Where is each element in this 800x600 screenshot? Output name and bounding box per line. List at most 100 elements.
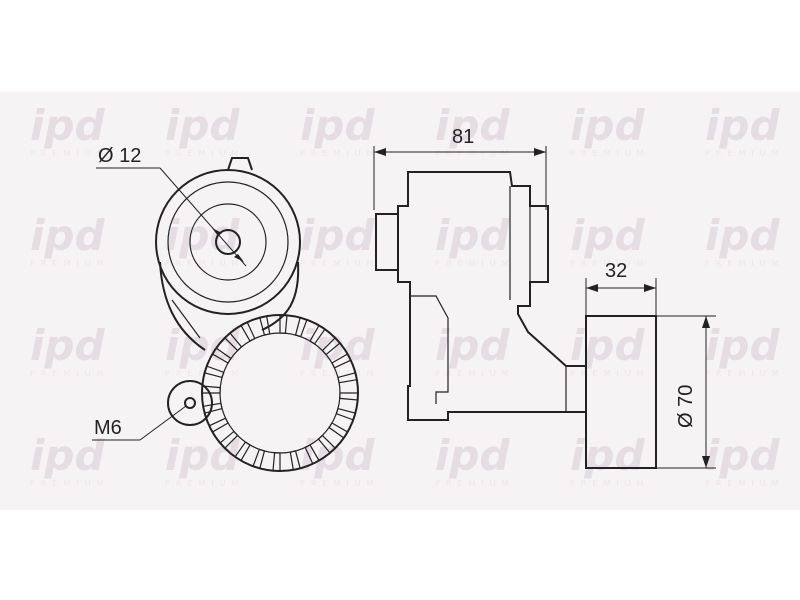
m6-leader-diag [139, 405, 187, 441]
watermark-tagline: PREMIUM [165, 369, 244, 378]
pulley-rib [294, 316, 308, 338]
watermark-logo: ipd [705, 321, 780, 370]
bore-arrow-2 [234, 254, 244, 262]
watermark-logo: ipd [435, 431, 510, 480]
top-lug [227, 157, 253, 171]
bore-leader-diag [159, 167, 247, 267]
m6-bolt-hole [184, 397, 196, 409]
pd-arrow-bottom [702, 456, 710, 468]
watermark-tagline: PREMIUM [705, 479, 784, 488]
watermark-tagline: PREMIUM [435, 369, 514, 378]
pulley-rib [259, 315, 271, 336]
pulley-rib [321, 336, 341, 356]
upper-pulley-hub [189, 203, 267, 281]
body-inner-detail [410, 295, 449, 404]
pulley-rib [304, 444, 320, 465]
watermark-tagline: PREMIUM [300, 259, 379, 268]
pw-arrow-right [644, 284, 656, 292]
bore-arrow-1 [212, 228, 222, 236]
pulley-rib [211, 347, 232, 364]
watermark-logo: ipd [570, 431, 645, 480]
pulley-side [585, 315, 657, 469]
pulley-rib [337, 372, 358, 384]
watermark-logo: ipd [705, 101, 780, 150]
watermark-logo: ipd [300, 431, 375, 480]
pulley-rib [203, 365, 225, 379]
m6-bolt-boss [167, 380, 213, 426]
watermark-logo: ipd [435, 101, 510, 150]
front-view: Ø 12 M6 [92, 145, 359, 472]
pulley-rib [240, 321, 256, 342]
width-arrow-right [534, 148, 546, 156]
watermark-tagline: PREMIUM [300, 479, 379, 488]
thread-label: M6 [94, 417, 122, 439]
pulley-rib [331, 353, 352, 369]
watermark-logo: ipd [30, 211, 105, 260]
watermark-tagline: PREMIUM [165, 259, 244, 268]
watermark-tagline: PREMIUM [705, 149, 784, 158]
pulley-rib [252, 448, 266, 470]
watermark-tagline: PREMIUM [705, 259, 784, 268]
watermark-logo: ipd [570, 211, 645, 260]
watermark-logo: ipd [705, 431, 780, 480]
watermark-logo: ipd [30, 101, 105, 150]
watermark-tagline: PREMIUM [435, 479, 514, 488]
watermark-logo: ipd [30, 431, 105, 480]
watermark-logo: ipd [30, 321, 105, 370]
watermark-logo: ipd [570, 321, 645, 370]
pulley-rib [339, 392, 359, 401]
pulley-rib [234, 441, 251, 462]
watermark-logo: ipd [300, 211, 375, 260]
width-arrow-left [374, 148, 386, 156]
pulley-rib [289, 450, 301, 471]
side-view: 81 32 Ø 70 [373, 126, 716, 469]
pd-arrow-top [702, 316, 710, 328]
watermark-tagline: PREMIUM [570, 479, 649, 488]
watermark-tagline: PREMIUM [705, 369, 784, 378]
pulley-rib [309, 324, 326, 345]
watermark-tagline: PREMIUM [165, 479, 244, 488]
pulley-rib [317, 434, 337, 454]
pulley-rib [201, 385, 221, 394]
left-boss [375, 213, 399, 271]
arm-right-edge [261, 261, 300, 331]
watermark-logo: ipd [705, 211, 780, 260]
watermark-tagline: PREMIUM [570, 369, 649, 378]
watermark-tagline: PREMIUM [30, 479, 109, 488]
watermark-logo: ipd [165, 101, 240, 150]
watermark-tagline: PREMIUM [570, 259, 649, 268]
watermark-tagline: PREMIUM [300, 149, 379, 158]
watermark-grid: ipdPREMIUMipdPREMIUMipdPREMIUMipdPREMIUM… [30, 101, 784, 488]
overall-width-label: 81 [452, 126, 474, 148]
pulley-rib [328, 422, 349, 439]
pulley-rib [208, 417, 229, 433]
watermark-logo: ipd [435, 321, 510, 370]
pulley-rib [272, 452, 281, 472]
arm-inner-line [171, 299, 201, 339]
pulley-rib [219, 430, 239, 450]
idler-pulley-ribs [201, 314, 359, 472]
watermark-tagline: PREMIUM [435, 259, 514, 268]
watermark-logo: ipd [435, 211, 510, 260]
pulley-rib [279, 314, 288, 334]
watermark-tagline: PREMIUM [30, 149, 109, 158]
watermark-tagline: PREMIUM [165, 149, 244, 158]
pulley-rib [223, 332, 243, 352]
watermark-logo: ipd [165, 321, 240, 370]
watermark-logo: ipd [570, 101, 645, 150]
pulley-rib [335, 407, 357, 421]
watermark-tagline: PREMIUM [570, 149, 649, 158]
watermark-tagline: PREMIUM [435, 149, 514, 158]
watermark-logo: ipd [165, 431, 240, 480]
pulley-width-label: 32 [605, 260, 627, 282]
pulley-diameter-label: Ø 70 [675, 385, 697, 428]
bore-diameter-label: Ø 12 [98, 145, 141, 167]
watermark-logo: ipd [300, 101, 375, 150]
watermark-tagline: PREMIUM [30, 369, 109, 378]
watermark-logo: ipd [165, 211, 240, 260]
watermark-tagline: PREMIUM [30, 259, 109, 268]
bore-hole [215, 229, 241, 255]
arm-left-edge [159, 261, 206, 351]
upper-pulley-rim [167, 181, 289, 303]
